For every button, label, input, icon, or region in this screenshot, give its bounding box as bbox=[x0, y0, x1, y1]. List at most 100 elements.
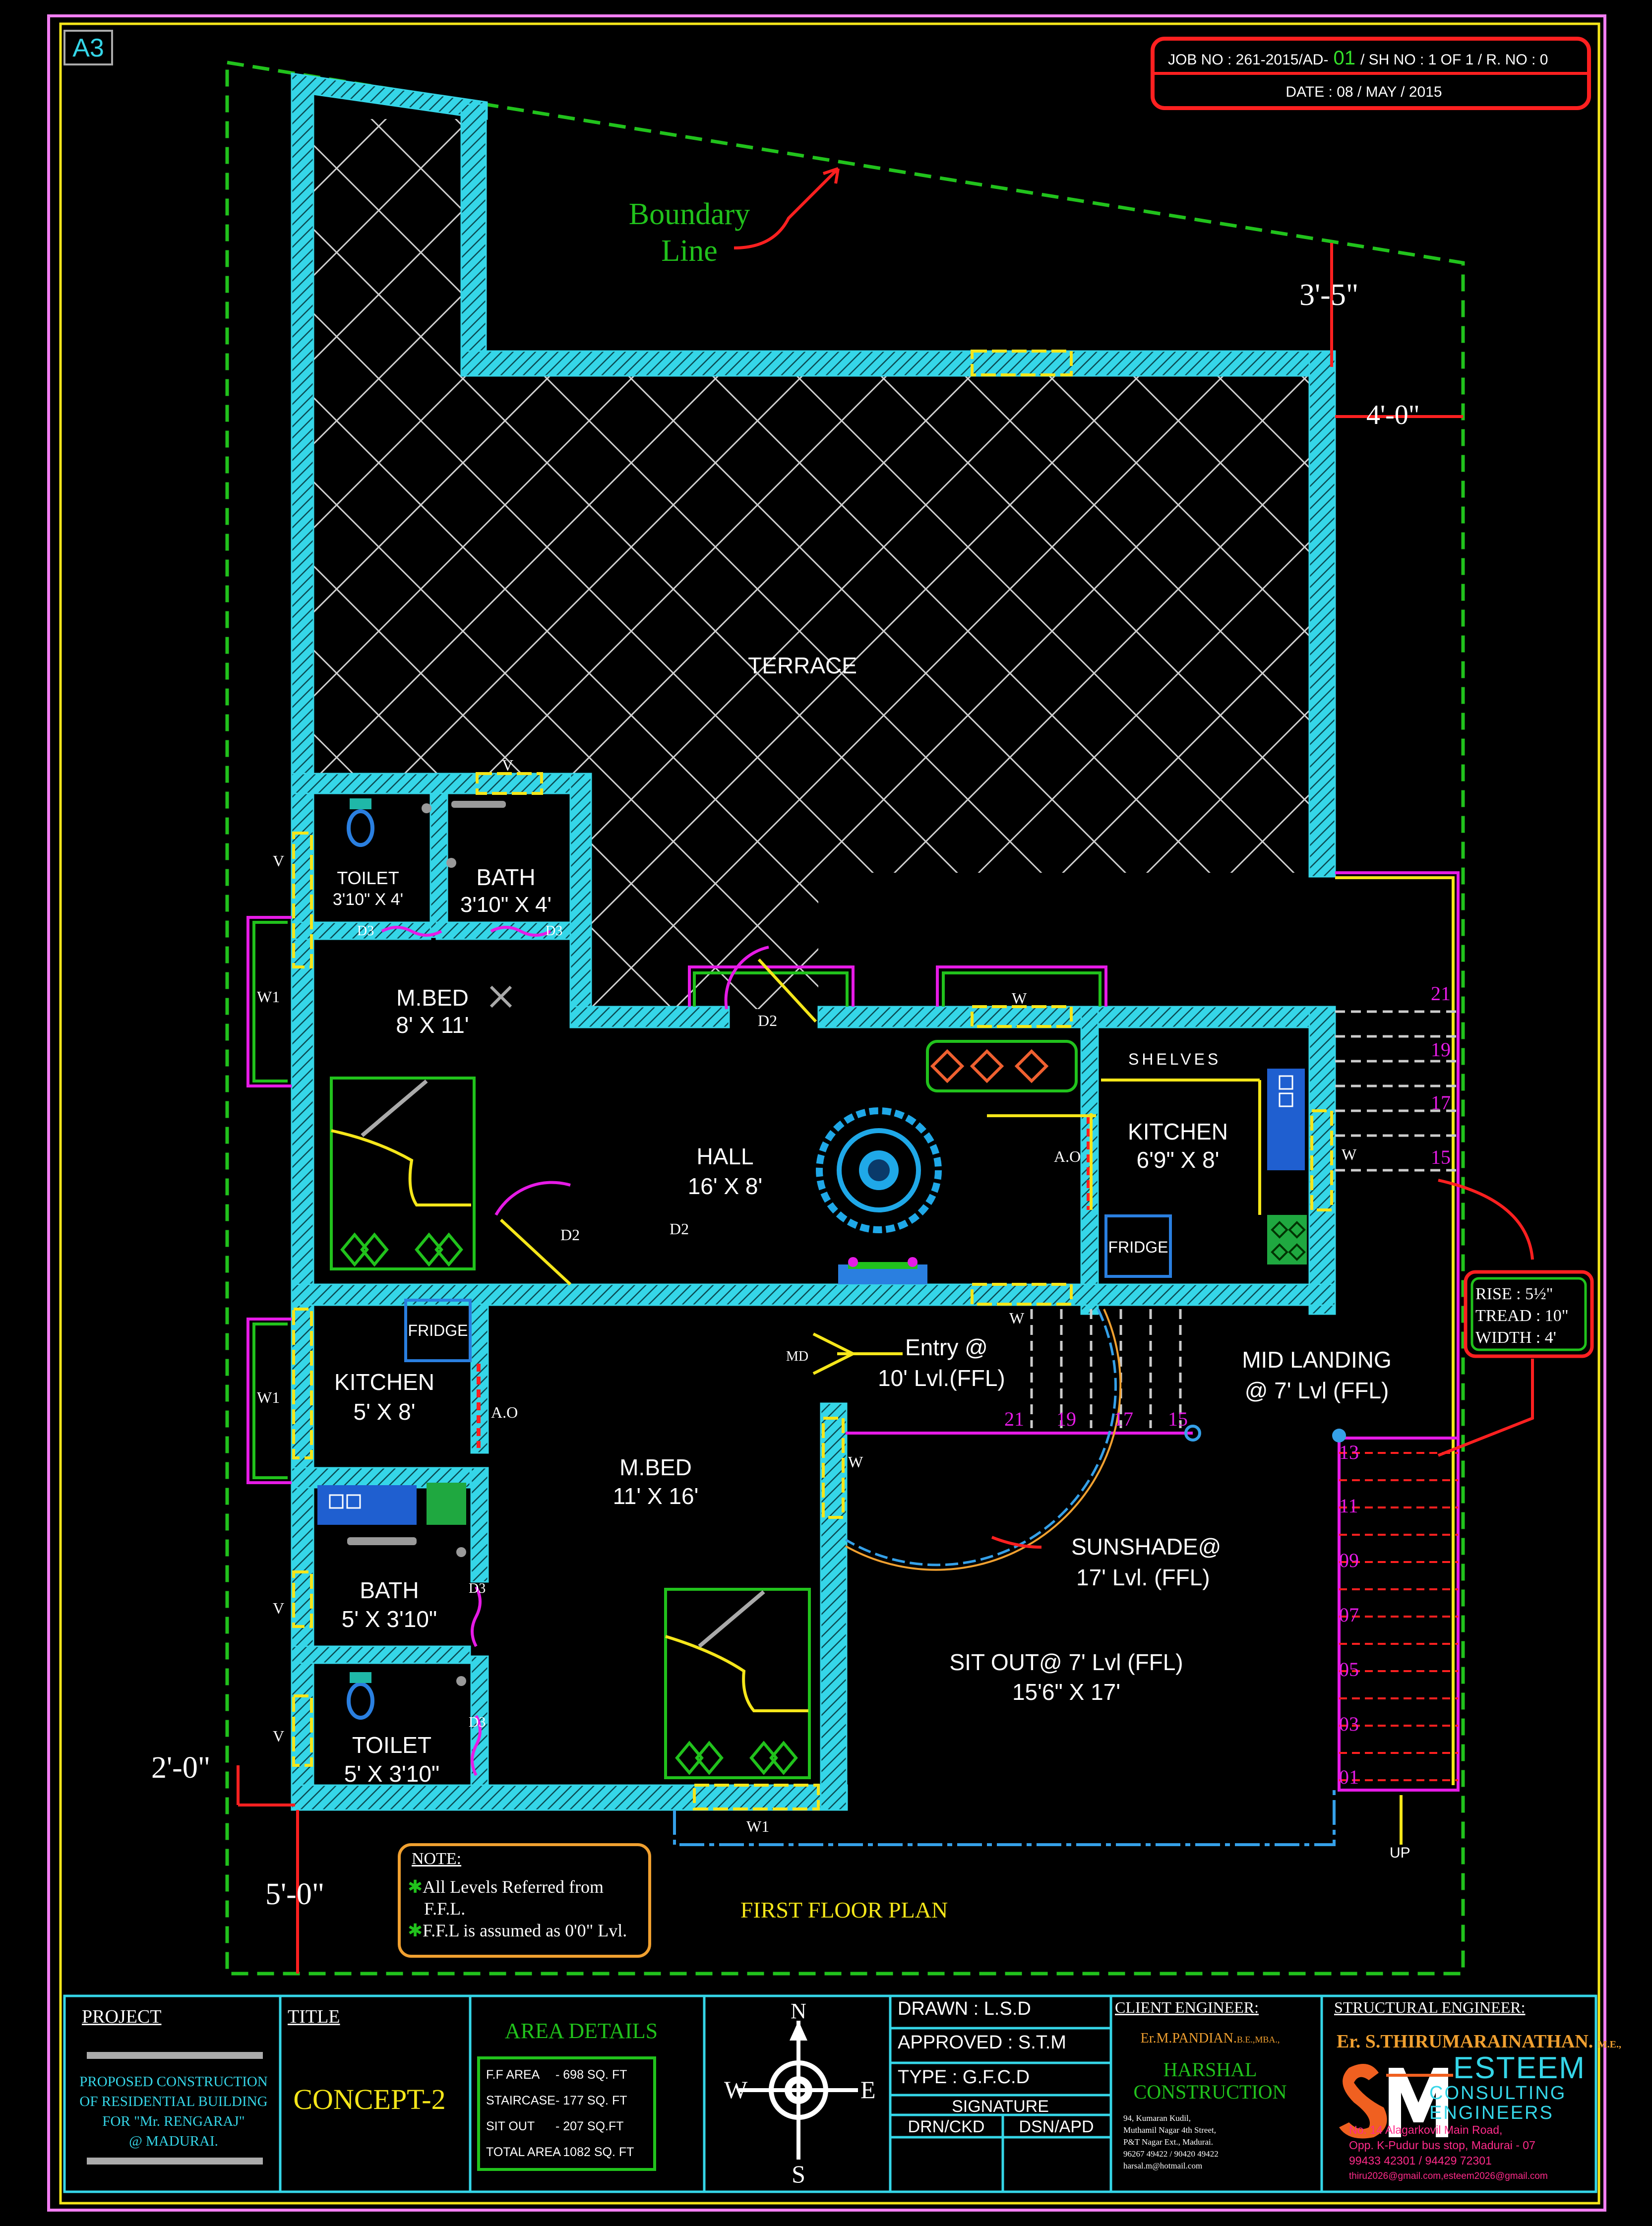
boundary-label-line2: Line bbox=[661, 234, 718, 268]
approved-field: APPROVED : S.T.M bbox=[898, 2032, 1066, 2053]
title-label: TITLE bbox=[288, 2006, 340, 2027]
drn-label: DRN/CKD bbox=[908, 2117, 985, 2136]
dim-4-0: 4'-0" bbox=[1366, 400, 1420, 430]
dim-2-0: 2'-0" bbox=[151, 1751, 211, 1785]
compass-n: N bbox=[791, 1999, 806, 2023]
tap-icon bbox=[456, 1547, 466, 1557]
firm-name-1: ESTEEM bbox=[1453, 2051, 1586, 2085]
wc-icon bbox=[347, 809, 374, 847]
room-kitchen1-name: KITCHEN bbox=[1128, 1119, 1228, 1144]
project-label: PROJECT bbox=[82, 2006, 162, 2027]
stair-num: 11 bbox=[1339, 1495, 1358, 1517]
firm-address: No. 14 Alagarkovil Main Road, Opp. K-Pud… bbox=[1349, 2122, 1548, 2184]
tag-ao: A.O bbox=[1054, 1147, 1081, 1165]
tag-v: V bbox=[273, 1599, 285, 1617]
doors bbox=[381, 926, 857, 1776]
tag-d3: D3 bbox=[469, 1715, 486, 1730]
compass-w: W bbox=[724, 2076, 748, 2104]
room-toilet2-name: TOILET bbox=[352, 1732, 432, 1758]
room-terrace: TERRACE bbox=[748, 653, 857, 678]
client-firm-2: CONSTRUCTION bbox=[1133, 2081, 1287, 2103]
shelves-label: SHELVES bbox=[1128, 1050, 1222, 1068]
dim-5-0: 5'-0" bbox=[265, 1877, 325, 1911]
tag-d2: D2 bbox=[670, 1220, 689, 1238]
project-line: PROPOSED CONSTRUCTION bbox=[79, 2074, 268, 2090]
sheet-size-box bbox=[63, 30, 113, 65]
tag-w: W bbox=[1012, 989, 1027, 1007]
mid-landing-2: @ 7' Lvl (FFL) bbox=[1244, 1378, 1389, 1403]
title-value: CONCEPT-2 bbox=[293, 2083, 446, 2115]
inner-frame bbox=[59, 22, 1600, 2205]
room-toilet2-size: 5' X 3'10" bbox=[344, 1761, 440, 1787]
up-label: UP bbox=[1390, 1845, 1410, 1861]
client-address-line: harsal.m@hotmail.com bbox=[1123, 2161, 1203, 2170]
boundary-label-line1: Boundary bbox=[628, 197, 750, 231]
stair-num: 21 bbox=[1004, 1408, 1024, 1430]
client-degree: B.E.,MBA., bbox=[1236, 2035, 1280, 2045]
tag-w1: W1 bbox=[257, 1388, 280, 1406]
stair-rise: RISE : 5½" bbox=[1475, 1285, 1553, 1303]
firm-address-line: No. 14 Alagarkovil Main Road, bbox=[1349, 2123, 1503, 2136]
bed-icon bbox=[664, 1588, 811, 1779]
tag-d3: D3 bbox=[469, 1581, 486, 1596]
room-mbed1-size: 8' X 11' bbox=[396, 1012, 469, 1038]
staircase-lower bbox=[1338, 1437, 1460, 1792]
svg-text:JOB NO : 261-2015/AD-01/ SH NO: JOB NO : 261-2015/AD-01/ SH NO : 1 OF 1 … bbox=[1168, 47, 1548, 69]
room-toilet1-name: TOILET bbox=[337, 868, 399, 888]
stove-icon bbox=[317, 1485, 417, 1525]
room-kitchen2-size: 5' X 8' bbox=[353, 1399, 416, 1425]
wc-icon bbox=[347, 1682, 374, 1720]
tag-w1: W1 bbox=[746, 1817, 770, 1835]
arch-openings bbox=[477, 1116, 1091, 1448]
compass-e: E bbox=[860, 2076, 876, 2104]
tap-icon bbox=[446, 858, 456, 868]
entry-label-1: Entry @ bbox=[905, 1334, 988, 1360]
stair-num: 13 bbox=[1339, 1441, 1359, 1463]
area-row-label: SIT OUT bbox=[486, 2119, 535, 2133]
struct-label: STRUCTURAL ENGINEER: bbox=[1334, 1998, 1526, 2016]
dsn-label: DSN/APD bbox=[1019, 2117, 1094, 2136]
firm-address-line: Opp. K-Pudur bus stop, Madurai - 07 bbox=[1349, 2139, 1535, 2152]
project-text: PROPOSED CONSTRUCTION OF RESIDENTIAL BUI… bbox=[79, 2072, 267, 2151]
tag-w1: W1 bbox=[257, 988, 280, 1006]
cistern-icon bbox=[350, 798, 371, 809]
type-field: TYPE : G.F.C.D bbox=[898, 2067, 1030, 2088]
note-line1b: F.F.L. bbox=[424, 1899, 466, 1919]
sofa-icon bbox=[926, 1040, 1078, 1092]
note-box bbox=[398, 1843, 651, 1958]
entry-label-2: 10' Lvl.(FFL) bbox=[878, 1365, 1005, 1391]
staircase-upper bbox=[1335, 1010, 1458, 1172]
stair-num: 05 bbox=[1339, 1658, 1359, 1681]
room-hall-name: HALL bbox=[696, 1143, 754, 1169]
towel-rail-icon bbox=[451, 801, 506, 808]
dim-3-5: 3'-5" bbox=[1299, 278, 1359, 312]
boundary-label: Boundary Line bbox=[629, 196, 750, 269]
note-line1: All Levels Referred from bbox=[423, 1877, 604, 1897]
tag-d2: D2 bbox=[560, 1226, 580, 1244]
mid-landing-1: MID LANDING bbox=[1242, 1347, 1392, 1373]
stair-num: 19 bbox=[1431, 1038, 1451, 1061]
stair-num: 09 bbox=[1339, 1549, 1359, 1571]
room-sitout-name: SIT OUT@ 7' Lvl (FFL) bbox=[949, 1649, 1183, 1675]
stair-info-box bbox=[1464, 1270, 1594, 1358]
compass-icon bbox=[739, 2021, 858, 2160]
room-bath1-name: BATH bbox=[476, 864, 536, 890]
job-number: 01 bbox=[1333, 47, 1355, 69]
firm-address-line: 99433 42301 / 94429 72301 bbox=[1349, 2154, 1492, 2167]
tag-ao: A.O bbox=[491, 1403, 518, 1421]
boundary-line bbox=[225, 60, 1465, 1976]
bed-icon bbox=[330, 1077, 476, 1270]
fridge2-label: FRIDGE bbox=[408, 1322, 468, 1339]
client-label: CLIENT ENGINEER: bbox=[1115, 1998, 1259, 2016]
room-kitchen2-name: KITCHEN bbox=[334, 1369, 434, 1395]
area-table-box bbox=[477, 2056, 656, 2171]
room-mbed2-size: 11' X 16' bbox=[612, 1483, 699, 1509]
tag-w: W bbox=[848, 1453, 863, 1471]
tag-v: V bbox=[273, 852, 285, 870]
project-line: OF RESIDENTIAL BUILDING bbox=[79, 2094, 268, 2109]
stair-num: 07 bbox=[1339, 1604, 1359, 1626]
tap-icon bbox=[422, 803, 431, 813]
client-name: Er.M.PANDIAN. bbox=[1140, 2031, 1237, 2046]
